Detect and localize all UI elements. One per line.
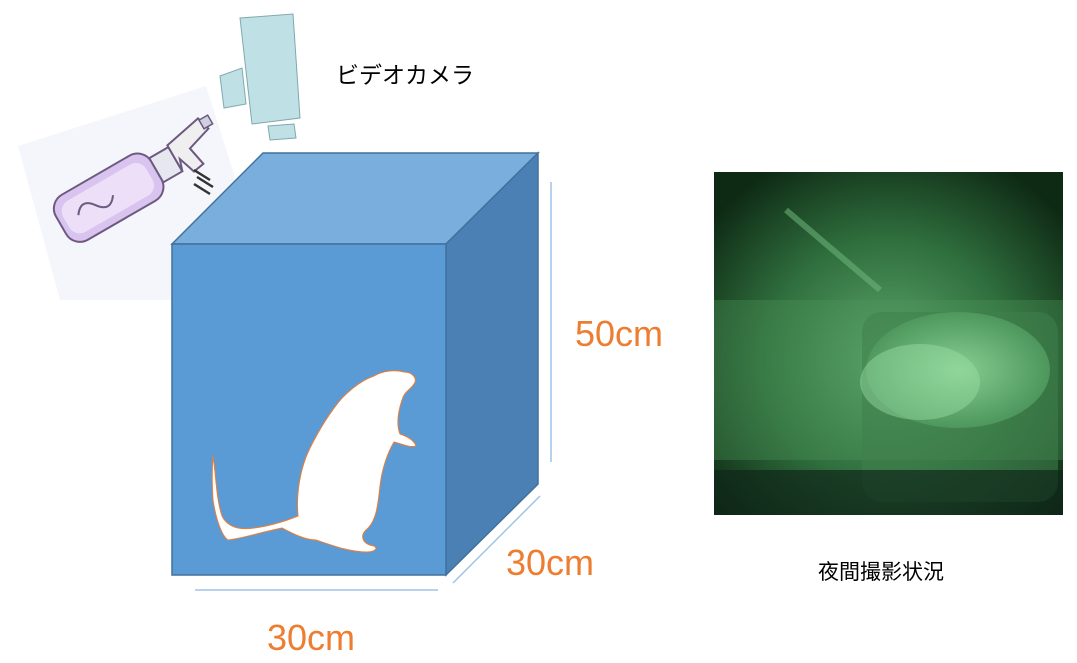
- box-cuboid: [170, 151, 540, 577]
- night-recording-caption: 夜間撮影状況: [818, 560, 944, 584]
- depth-dimension-label: 30cm: [506, 542, 595, 583]
- video-camera-icon: [219, 13, 301, 141]
- rat-silhouette-icon: [211, 370, 417, 553]
- video-camera-label: ビデオカメラ: [336, 63, 474, 89]
- night-vision-photo: [714, 172, 1063, 515]
- height-dimension-label: 50cm: [575, 313, 664, 354]
- depth-dimension-line: [452, 495, 541, 584]
- width-dimension-label: 30cm: [267, 617, 356, 658]
